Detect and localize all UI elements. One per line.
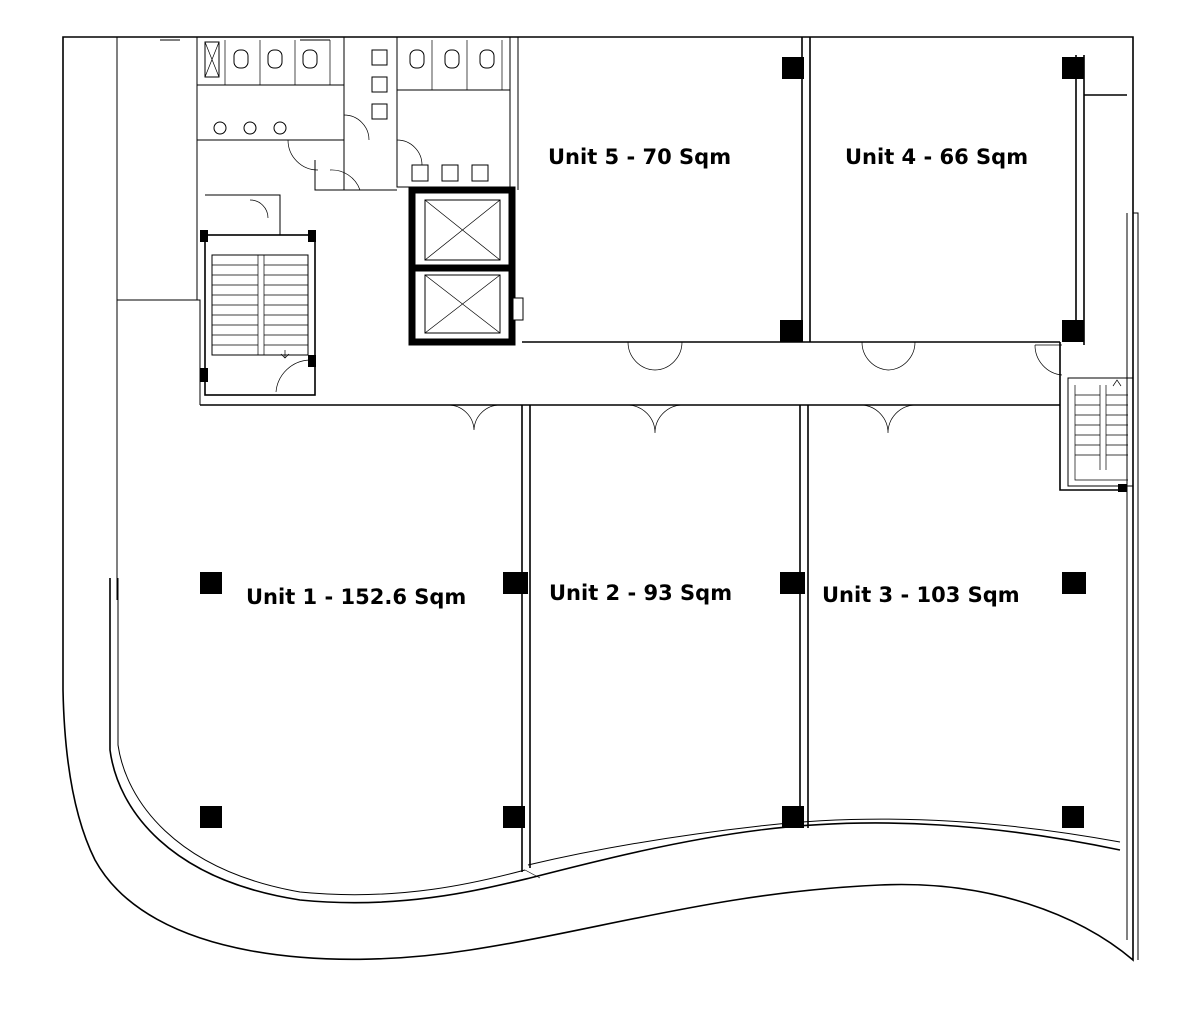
column bbox=[782, 57, 804, 79]
column bbox=[1062, 320, 1084, 342]
column bbox=[200, 230, 208, 242]
column bbox=[503, 806, 525, 828]
unit-1-label: Unit 1 - 152.6 Sqm bbox=[246, 585, 467, 609]
column bbox=[780, 320, 803, 342]
main-stair bbox=[204, 194, 316, 396]
column bbox=[782, 806, 804, 828]
column bbox=[1062, 57, 1084, 79]
toilet-block bbox=[160, 36, 511, 300]
double-doors bbox=[447, 341, 1063, 434]
secondary-stair bbox=[1067, 377, 1134, 492]
curved-facade bbox=[109, 578, 1121, 904]
unit-5-label: Unit 5 - 70 Sqm bbox=[548, 145, 732, 169]
column bbox=[200, 368, 208, 382]
column bbox=[308, 230, 316, 242]
unit-4-label: Unit 4 - 66 Sqm bbox=[845, 145, 1029, 169]
column bbox=[503, 572, 528, 594]
column bbox=[308, 355, 316, 367]
column bbox=[1062, 572, 1086, 594]
unit-2-label: Unit 2 - 93 Sqm bbox=[549, 581, 733, 605]
unit-3-label: Unit 3 - 103 Sqm bbox=[822, 583, 1020, 607]
building-outline bbox=[62, 36, 1139, 962]
column bbox=[1062, 806, 1084, 828]
lift-core bbox=[408, 186, 524, 346]
structural-columns bbox=[200, 57, 1086, 828]
column bbox=[200, 572, 222, 594]
column bbox=[200, 806, 222, 828]
column bbox=[780, 572, 805, 594]
